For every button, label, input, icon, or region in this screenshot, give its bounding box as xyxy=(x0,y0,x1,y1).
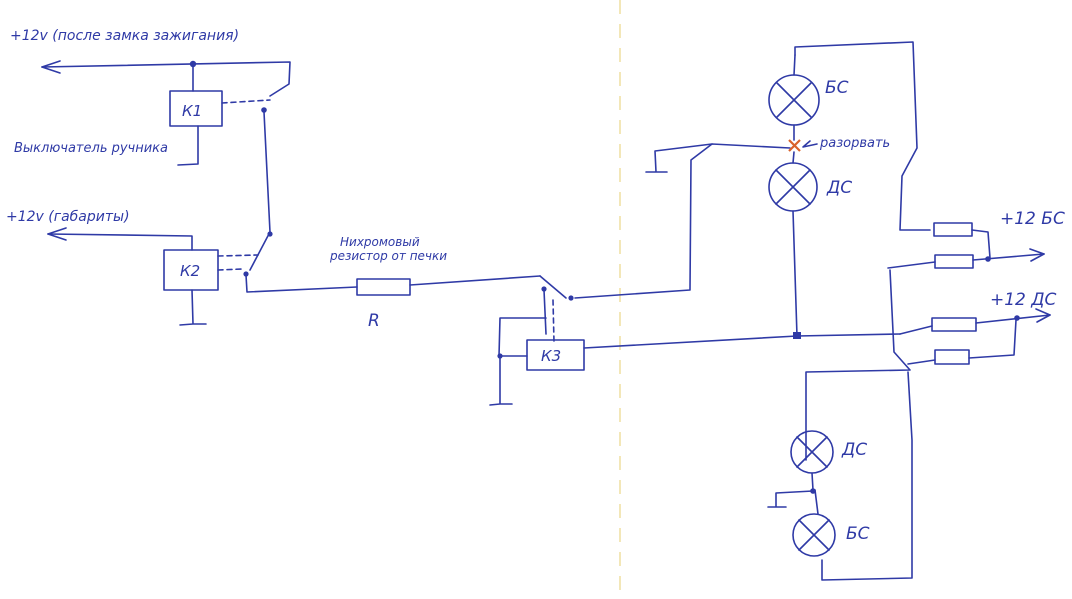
lamp-ds-bottom-label: ДС xyxy=(841,440,867,460)
resistor-caption-line1: Нихромовый xyxy=(340,235,420,249)
resistor-label: R xyxy=(368,311,380,331)
relay-k1 xyxy=(169,63,271,233)
break-note-label: разорвать xyxy=(819,136,890,151)
break-point xyxy=(788,139,818,152)
lamp-bs-top-label: БС xyxy=(825,78,849,98)
plus12-ds-label: +12 ДС xyxy=(990,290,1057,310)
connector-block-lower xyxy=(805,269,913,581)
relay-k2-label: К2 xyxy=(180,262,200,280)
lamp-bs-bottom xyxy=(792,513,836,557)
lamp-ds-top xyxy=(768,151,818,339)
ignition-label: +12v (после замка зажигания) xyxy=(10,28,239,44)
ignition-line xyxy=(41,60,291,97)
lamp-bs-bottom-label: БС xyxy=(846,524,870,544)
lamp-bs-top xyxy=(768,54,820,141)
lamp-ds-top-label: ДС xyxy=(826,178,852,198)
relay-k1-label: К1 xyxy=(182,102,202,120)
plus12-bs-label: +12 БС xyxy=(1000,209,1065,229)
handbrake-label: Выключатель ручника xyxy=(14,141,168,156)
parking-line xyxy=(47,227,193,251)
relay-k3 xyxy=(489,143,901,406)
lamp-ds-bottom xyxy=(767,430,834,508)
fuse-ds-1 xyxy=(899,308,1051,335)
fuse-ds-2 xyxy=(907,319,1017,365)
connector-block-outline xyxy=(794,41,931,231)
fuse-bs-2 xyxy=(887,248,1045,269)
relay-k3-label: К3 xyxy=(541,347,561,365)
relay-k2 xyxy=(163,231,358,326)
fuse-bs-1 xyxy=(933,222,991,259)
resistor-r xyxy=(356,275,541,296)
resistor-caption-line2: резистор от печки xyxy=(329,249,447,263)
parking-label: +12v (габариты) xyxy=(6,209,130,225)
